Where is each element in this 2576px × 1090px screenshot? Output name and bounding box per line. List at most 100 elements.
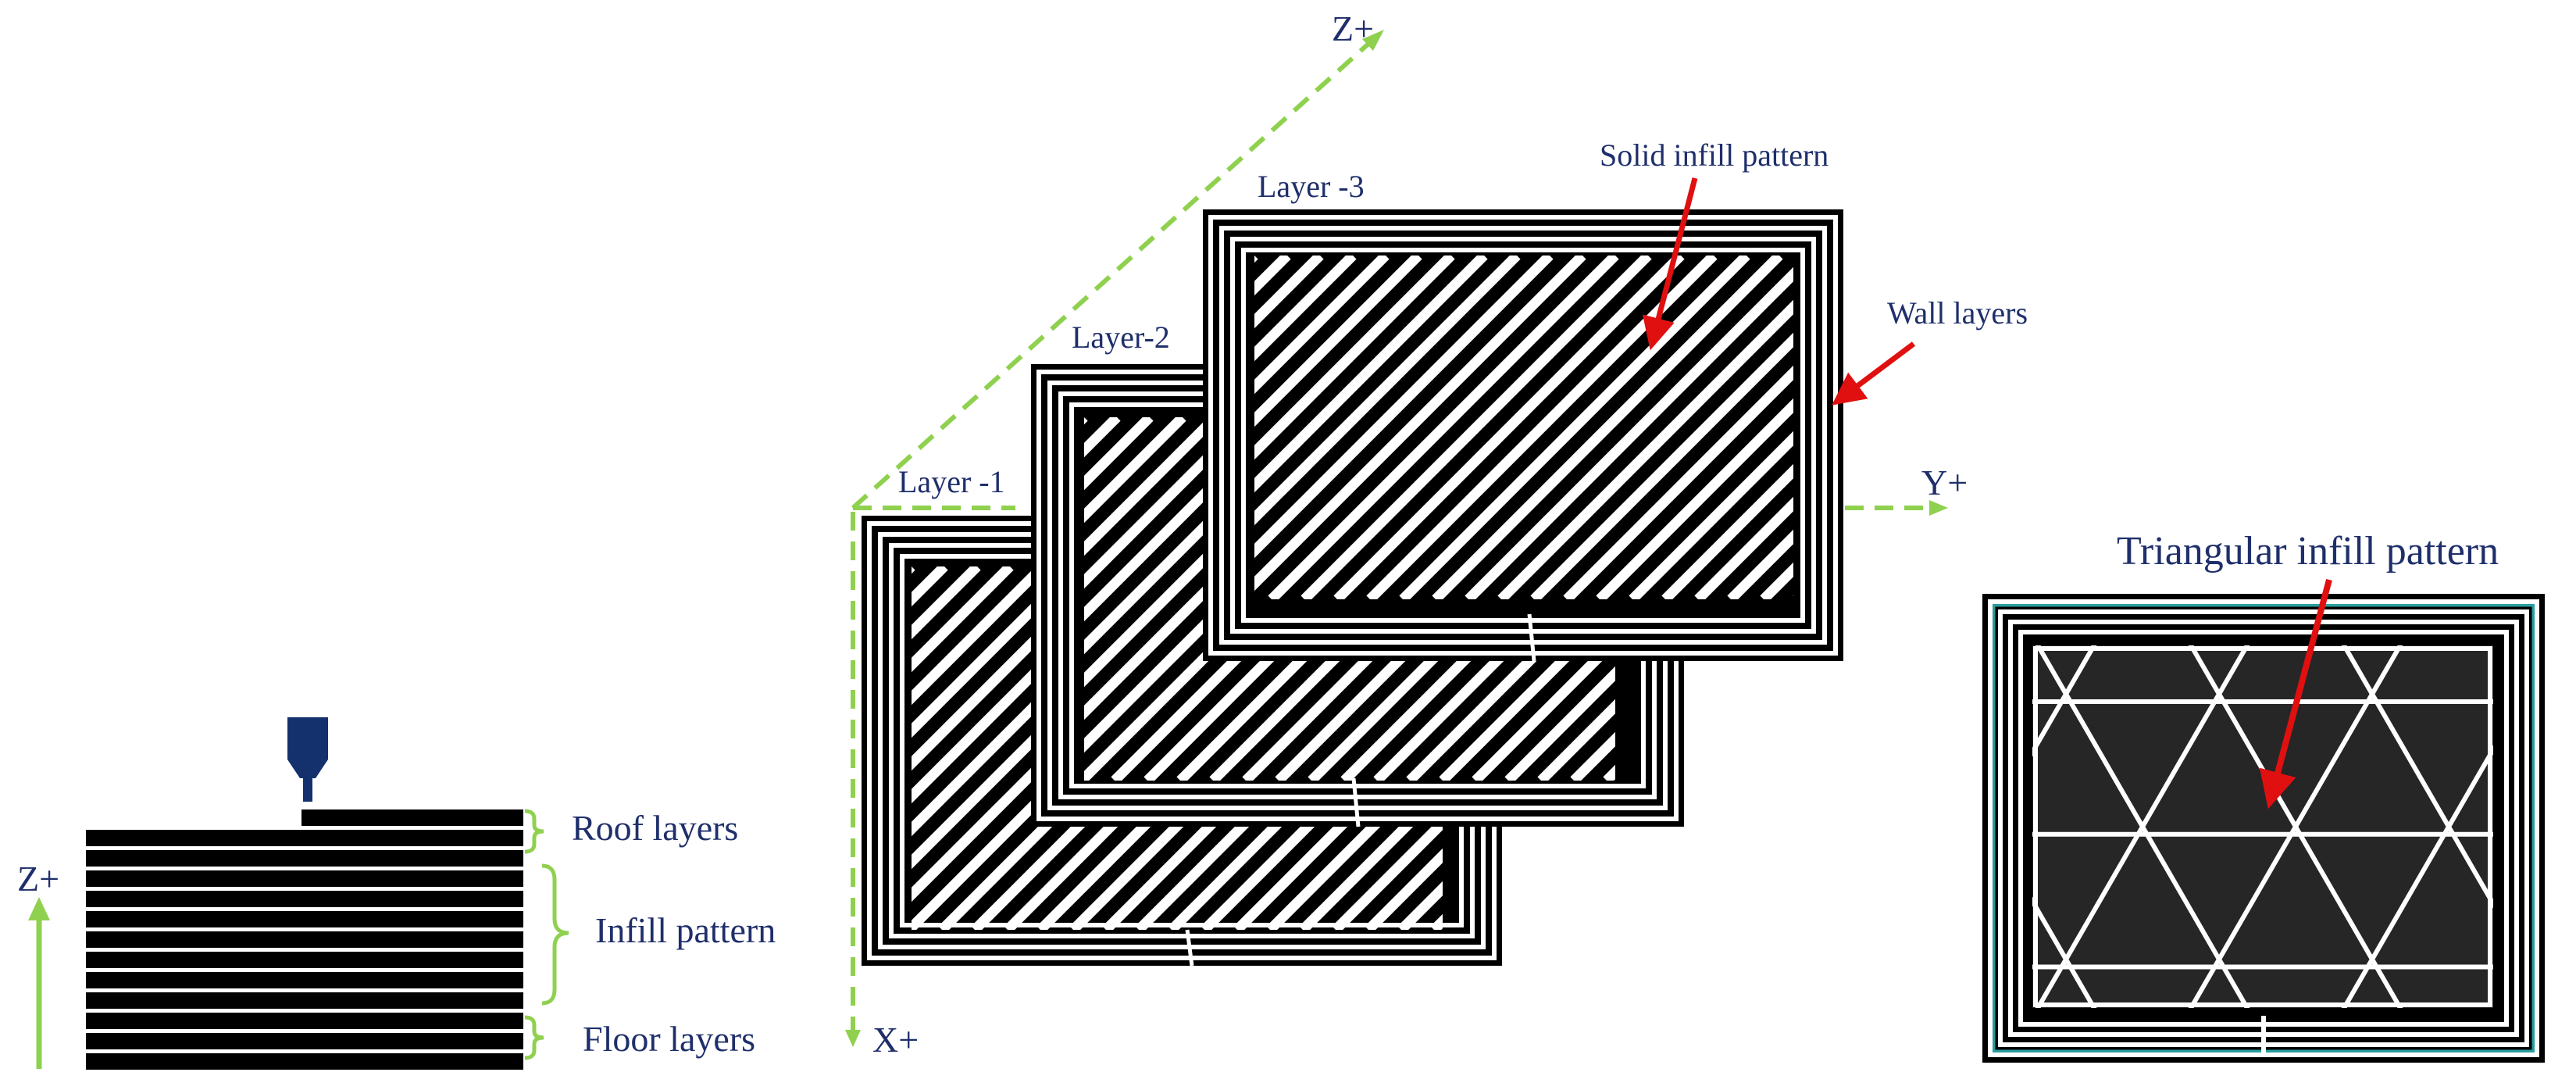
- infill-line: [1530, 332, 1793, 599]
- wall-seam: [1185, 929, 1194, 967]
- tri-diagonal: [1714, 614, 1959, 1039]
- infill-line: [1432, 256, 1783, 599]
- infill-line: [1472, 633, 1615, 781]
- infill-line: [1537, 699, 1615, 781]
- stack-layer: [86, 850, 523, 867]
- layer-1-label: Layer -1: [898, 464, 1005, 499]
- infill-line: [1299, 782, 1443, 930]
- layers-view: Z+ Y+ X+ Layer -1 Layer-2 Layer -3 Solid…: [845, 9, 2028, 1060]
- z-axis-arrowhead: [1362, 30, 1384, 51]
- triangular-infill-label: Triangular infill pattern: [2117, 529, 2499, 574]
- side-view-stack: Z+ Roof layers Infill pattern Floor laye…: [17, 717, 776, 1070]
- side-z-axis-label: Z+: [17, 859, 59, 899]
- layer-stack: [86, 809, 523, 1070]
- infill-line: [1254, 256, 1390, 395]
- solid-infill-arrow: [1642, 177, 1698, 351]
- infill-pattern-label: Infill pattern: [595, 910, 776, 950]
- side-z-axis-arrowhead: [28, 897, 50, 920]
- infill-line: [1596, 398, 1793, 599]
- infill-line: [1084, 417, 1252, 589]
- roof-layers-label: Roof layers: [572, 808, 738, 848]
- wall-loop: [1208, 215, 1838, 656]
- infill-line: [1333, 256, 1685, 599]
- wall-seam: [1527, 613, 1536, 662]
- stack-layer: [86, 952, 523, 968]
- infill-line: [1332, 815, 1443, 930]
- z-axis-label: Z+: [1332, 9, 1374, 48]
- infill-line: [1727, 529, 1793, 599]
- wall-layers-arrow: [1832, 341, 1916, 406]
- infill-line: [1254, 256, 1488, 493]
- infill-line: [1254, 256, 1521, 526]
- infill-line: [1399, 256, 1750, 599]
- infill-line: [1268, 256, 1619, 599]
- floor-layers-label: Floor layers: [583, 1019, 755, 1059]
- layer-3-label: Layer -3: [1258, 169, 1365, 204]
- layer-3-slice: [1203, 209, 1843, 661]
- infill-line: [1084, 417, 1186, 524]
- infill-line: [1694, 496, 1793, 599]
- stack-layer: [86, 992, 523, 1009]
- z-axis-dashed: [851, 41, 1371, 510]
- wall-layers-label: Wall layers: [1887, 295, 2028, 331]
- tri-inner-border: [2033, 646, 2492, 1007]
- infill-line: [1365, 848, 1443, 930]
- wall-loop: [1241, 248, 1805, 623]
- tri-diagonal: [1714, 614, 1959, 1039]
- solid-infill-label: Solid infill pattern: [1600, 138, 1829, 173]
- stack-layer: [86, 931, 523, 948]
- infill-line: [912, 566, 1047, 706]
- infill-line: [1254, 256, 1422, 427]
- infill-line: [1439, 600, 1615, 781]
- y-axis-label: Y+: [1921, 463, 1968, 502]
- stack-layer: [86, 1053, 523, 1070]
- tri-diagonal: [2341, 645, 2493, 909]
- roof-bracket: [524, 809, 544, 854]
- infill-line: [1366, 256, 1718, 599]
- wall-loop: [1219, 226, 1827, 645]
- x-axis-label: X+: [872, 1020, 919, 1060]
- infill-line: [1563, 365, 1793, 599]
- infill-line: [1465, 266, 1793, 599]
- infill-line: [1661, 463, 1793, 599]
- infill-line: [912, 566, 1079, 738]
- triangular-infill-arrow: [2259, 578, 2332, 809]
- stack-layer: [86, 830, 523, 846]
- infill-line: [1300, 256, 1652, 599]
- stack-layer-top: [301, 809, 523, 826]
- infill-line: [1254, 256, 1357, 362]
- print-nozzle-icon: [287, 717, 328, 802]
- infill-line: [1254, 256, 1324, 329]
- tri-diagonal: [2035, 645, 2250, 1008]
- infill-line: [912, 566, 981, 640]
- stack-layer: [86, 891, 523, 907]
- infill-line: [912, 566, 1014, 673]
- infill-line: [1504, 666, 1615, 781]
- wall-loop: [1230, 237, 1816, 634]
- infill-line: [1254, 256, 1455, 460]
- infill-line: [912, 566, 915, 574]
- stack-layer: [86, 911, 523, 927]
- stack-layer: [86, 972, 523, 988]
- infill-line: [1084, 417, 1219, 556]
- tri-diagonal: [2032, 896, 2097, 1008]
- stack-layer: [86, 1013, 523, 1029]
- stack-layer: [86, 1033, 523, 1049]
- tri-diagonal: [2032, 645, 2097, 757]
- infill-bracket: [541, 863, 569, 1006]
- wall-seam: [1351, 777, 1361, 827]
- infill-line: [1497, 299, 1793, 599]
- floor-bracket: [524, 1015, 544, 1060]
- infill-line: [1266, 749, 1443, 930]
- infill-line: [1254, 256, 1554, 559]
- tri-diagonal: [2188, 645, 2403, 1008]
- layer-2-label: Layer-2: [1072, 320, 1170, 355]
- triangular-infill-view: Triangular infill pattern: [1714, 529, 2545, 1063]
- infill-line: [1254, 256, 1586, 591]
- x-axis-arrowhead: [845, 1030, 861, 1047]
- stack-layer: [86, 870, 523, 887]
- infill-line: [1084, 417, 1154, 491]
- y-axis-arrowhead: [1929, 500, 1948, 516]
- infill-line: [1629, 431, 1793, 599]
